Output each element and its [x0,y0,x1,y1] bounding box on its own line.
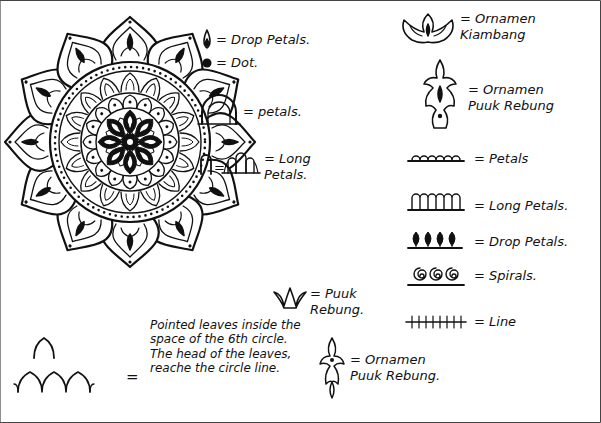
note-text: Pointed leaves inside the space of the 6… [150,318,302,376]
legend-text: = Petals [474,151,528,167]
equals-sign: = [126,368,139,386]
legend-text: = Dot. [216,55,258,71]
legend-text: = Ornamen Puuk Rebung. [350,352,450,383]
legend-text: = Long Petals. [264,151,332,182]
legend-text: = Ornamen Kiambang [460,11,550,42]
legend-text: = Drop Petals. [474,234,568,250]
legend-text: = Puuk Rebung. [310,286,382,317]
equals-sign: = [214,160,225,176]
legend-text: = Long Petals. [474,198,568,214]
legend-text: = petals. [243,104,302,120]
legend-text: = Drop Petals. [216,32,310,48]
legend-text: = Spirals. [474,268,537,284]
legend-text: = Ornamen Puuk Rebung [468,82,568,113]
legend-text: = Line [474,314,516,330]
